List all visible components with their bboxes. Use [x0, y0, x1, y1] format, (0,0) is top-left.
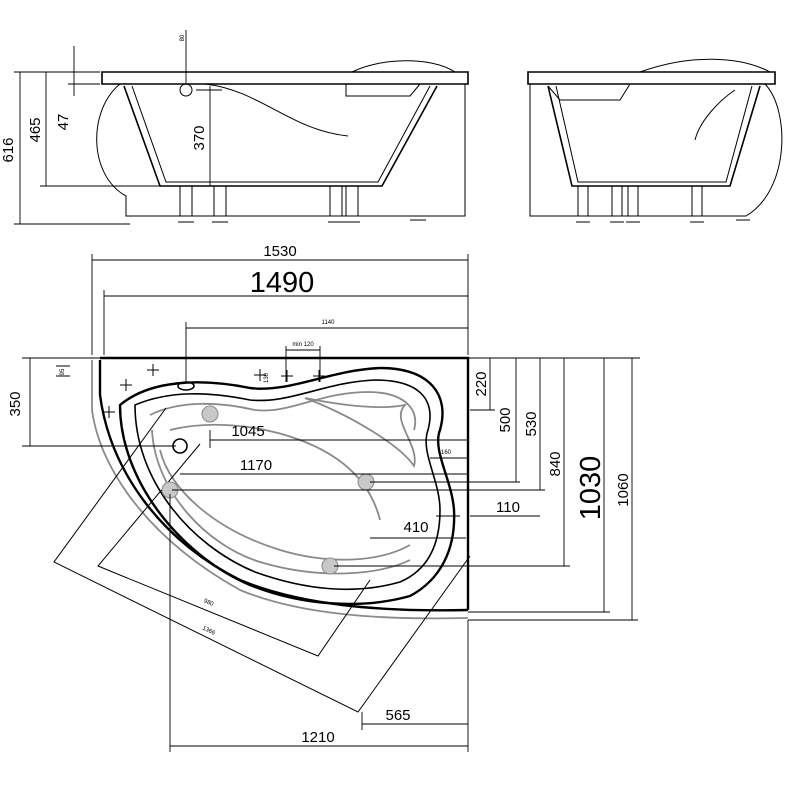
dim-410: 410: [403, 519, 428, 536]
dim-500: 500: [497, 407, 514, 432]
dim-616: 616: [0, 137, 17, 162]
dim-1490: 1490: [250, 267, 315, 299]
jet-nozzle-icon: [201, 405, 219, 423]
dim-530: 530: [523, 411, 540, 436]
dim-1170: 1170: [240, 457, 272, 474]
dim-1030: 1030: [575, 456, 607, 521]
dim-95: 95: [60, 368, 66, 375]
plan-view: 980 1366: [7, 243, 640, 752]
dim-130: 130: [264, 372, 270, 383]
dim-220: 220: [473, 371, 490, 396]
dim-80: 80: [180, 34, 186, 41]
dim-465: 465: [27, 117, 44, 142]
dim-1210: 1210: [301, 729, 334, 746]
dim-min120: min 120: [292, 342, 314, 348]
front-view: 616 465 47 80 370: [0, 30, 469, 225]
dim-370: 370: [191, 125, 208, 150]
dim-1530: 1530: [263, 243, 296, 260]
dim-565: 565: [385, 707, 410, 724]
mounting-cross-icon: [103, 364, 325, 418]
dim-1366: 1366: [201, 625, 216, 637]
dim-1045: 1045: [231, 423, 264, 440]
dim-47: 47: [55, 114, 72, 131]
overflow-icon: [179, 83, 193, 97]
support-leg-icon: [576, 185, 750, 223]
dim-840: 840: [547, 451, 564, 476]
dim-110: 110: [496, 499, 520, 516]
dim-160: 160: [441, 450, 452, 456]
support-leg-icon: [178, 185, 426, 223]
side-view: [527, 58, 783, 223]
dim-1060: 1060: [615, 473, 632, 506]
dim-980: 980: [203, 598, 215, 608]
dim-1140: 1140: [322, 320, 336, 326]
dim-350: 350: [7, 391, 24, 416]
